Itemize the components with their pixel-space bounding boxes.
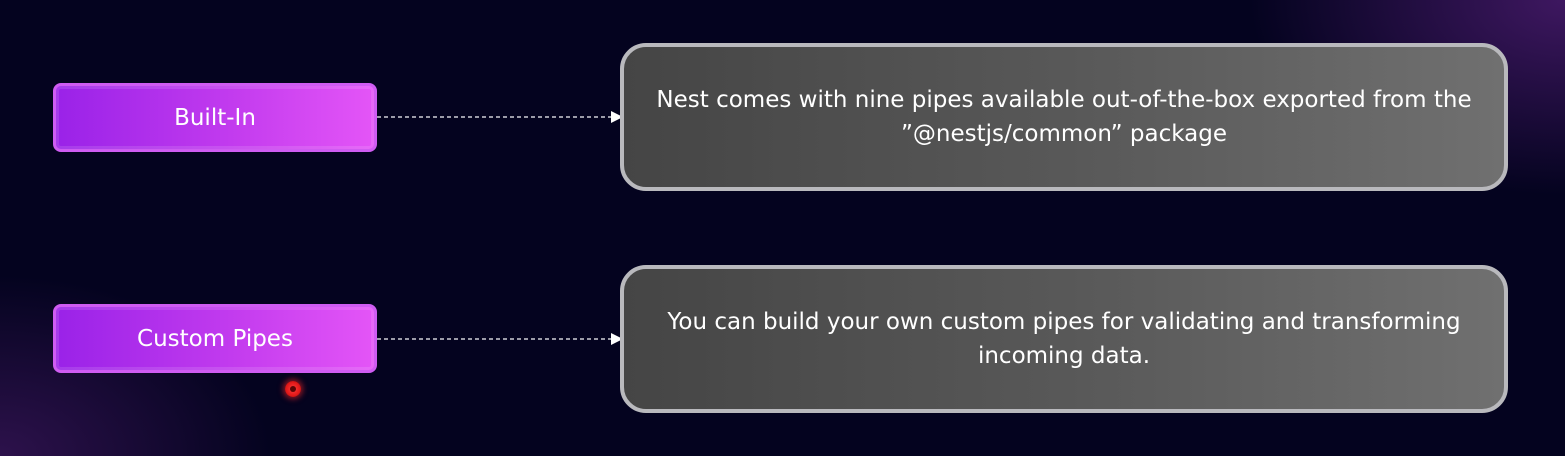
- node-label-custom-pipes: Custom Pipes: [53, 304, 377, 373]
- node-label-built-in: Built-In: [53, 83, 377, 152]
- connector-built-in: [377, 111, 623, 123]
- connector-custom-pipes: [377, 333, 623, 345]
- node-description-built-in: Nest comes with nine pipes available out…: [620, 43, 1508, 191]
- description-text-built-in: Nest comes with nine pipes available out…: [656, 87, 1472, 147]
- node-description-custom-pipes: You can build your own custom pipes for …: [620, 265, 1508, 413]
- arrowhead-icon: [611, 333, 623, 345]
- description-text-custom-pipes: You can build your own custom pipes for …: [667, 309, 1461, 369]
- arrowhead-icon: [611, 111, 623, 123]
- laser-pointer-icon: [285, 381, 301, 397]
